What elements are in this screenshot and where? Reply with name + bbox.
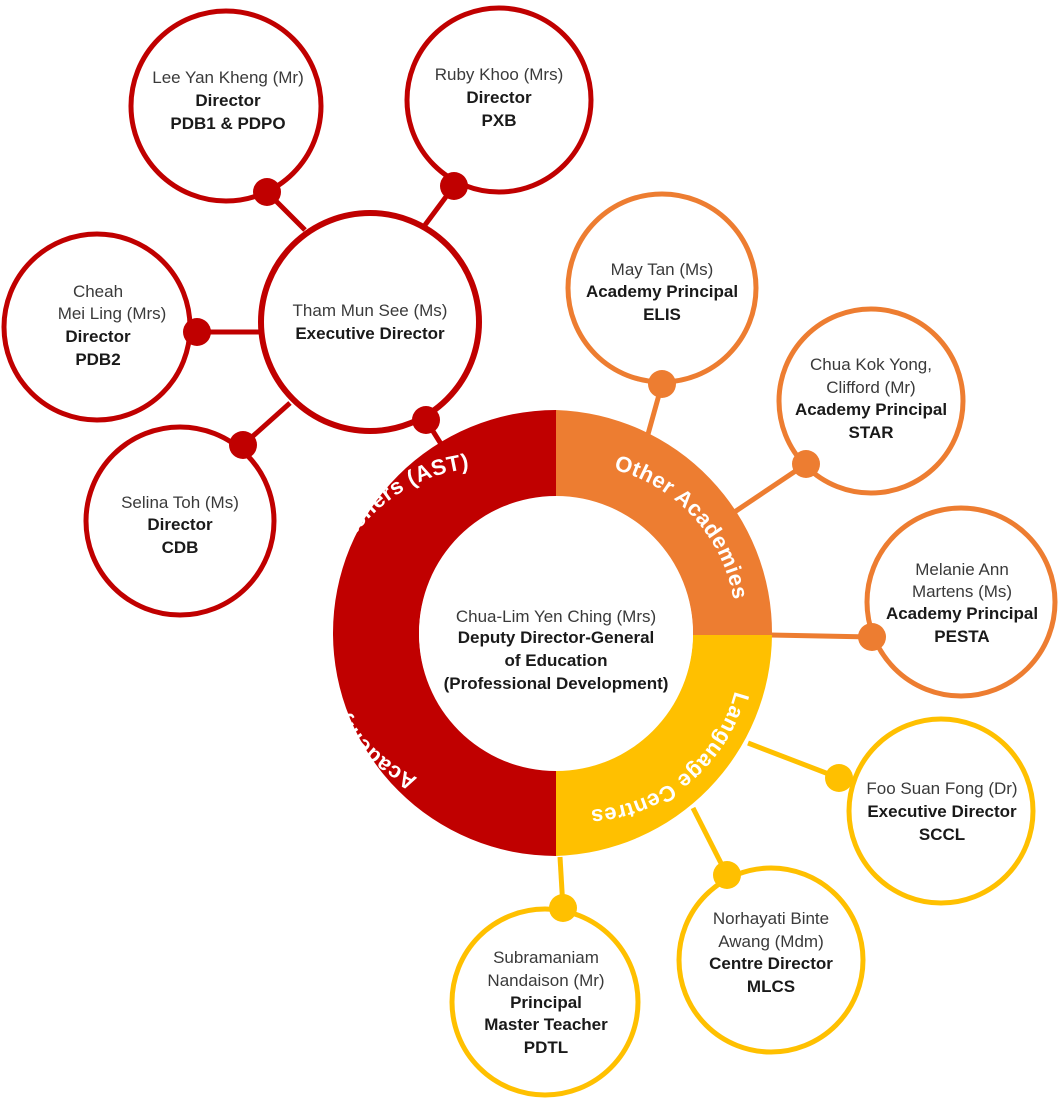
node-cheah: Cheah Mei Ling (Mrs) Director PDB2 (1, 231, 193, 423)
center-name: Chua-Lim Yen Ching (Mrs) (456, 607, 656, 626)
node-name-line2: Martens (Ms) (912, 582, 1012, 601)
dot-may (648, 370, 676, 398)
dot-norhayati (713, 861, 741, 889)
center-role-line1: Deputy Director-General (458, 628, 655, 647)
node-unit: PESTA (934, 627, 989, 646)
node-role-line2: Master Teacher (484, 1015, 608, 1034)
node-name: Norhayati Binte (713, 909, 829, 928)
node-name-line2: Mei Ling (Mrs) (58, 304, 167, 323)
center-role-line3: (Professional Development) (444, 674, 669, 693)
node-role: Academy Principal (586, 282, 738, 301)
node-unit: CDB (162, 538, 199, 557)
node-name-line2: Awang (Mdm) (718, 932, 824, 951)
node-name: Subramaniam (493, 948, 599, 967)
dot-chua (792, 450, 820, 478)
node-role: Centre Director (709, 954, 833, 973)
node-unit: ELIS (643, 305, 681, 324)
node-role: Director (195, 91, 261, 110)
node-melanie: Melanie Ann Martens (Ms) Academy Princip… (864, 505, 1058, 699)
node-role: Director (65, 327, 131, 346)
center-node: Chua-Lim Yen Ching (Mrs) Deputy Director… (444, 607, 669, 693)
dot-hub (412, 406, 440, 434)
ast-hub-role: Executive Director (295, 324, 445, 343)
node-unit: PDTL (524, 1038, 568, 1057)
node-role: Director (466, 88, 532, 107)
node-foo: Foo Suan Fong (Dr) Executive Director SC… (846, 716, 1036, 906)
node-name-line2: Clifford (Mr) (826, 378, 915, 397)
dot-foo (825, 764, 853, 792)
node-role: Executive Director (867, 802, 1017, 821)
connector-foo (747, 740, 840, 781)
node-name: May Tan (Ms) (611, 260, 714, 279)
dot-melanie (858, 623, 886, 651)
connector-chua (728, 461, 808, 518)
node-name: Foo Suan Fong (Dr) (866, 779, 1017, 798)
dot-lee (253, 178, 281, 206)
node-unit: PDB2 (75, 350, 120, 369)
ast-hub-name: Tham Mun See (Ms) (293, 301, 448, 320)
connector-melanie (769, 632, 873, 640)
node-unit: PXB (482, 111, 517, 130)
dot-subramaniam (549, 894, 577, 922)
node-chua: Chua Kok Yong, Clifford (Mr) Academy Pri… (776, 306, 966, 496)
node-name: Ruby Khoo (Mrs) (435, 65, 563, 84)
node-unit: STAR (848, 423, 893, 442)
dot-ruby (440, 172, 468, 200)
node-name: Selina Toh (Ms) (121, 493, 239, 512)
dot-cheah (183, 318, 211, 346)
node-norhayati: Norhayati Binte Awang (Mdm) Centre Direc… (676, 865, 866, 1055)
node-unit: SCCL (919, 825, 965, 844)
node-ruby: Ruby Khoo (Mrs) Director PXB (404, 5, 594, 195)
node-role: Academy Principal (795, 400, 947, 419)
node-name: Chua Kok Yong, (810, 355, 932, 374)
node-role: Principal (510, 993, 582, 1012)
node-selina: Selina Toh (Ms) Director CDB (83, 424, 277, 618)
node-role: Director (147, 515, 213, 534)
node-subramaniam: Subramaniam Nandaison (Mr) Principal Mas… (449, 906, 641, 1098)
ring-segment-language (556, 635, 772, 856)
node-role: Academy Principal (886, 604, 1038, 623)
connector-dots (183, 172, 886, 922)
ast-hub-node: Tham Mun See (Ms) Executive Director (258, 210, 482, 434)
node-name-line2: Nandaison (Mr) (487, 971, 604, 990)
dot-selina (229, 431, 257, 459)
node-unit: PDB1 & PDPO (170, 114, 285, 133)
node-unit: MLCS (747, 977, 795, 996)
node-name: Lee Yan Kheng (Mr) (152, 68, 304, 87)
central-ring: Academy of Singapore Teachers (AST) Othe… (304, 410, 773, 856)
node-lee: Lee Yan Kheng (Mr) Director PDB1 & PDPO (128, 8, 324, 204)
ring-segment-academies (556, 410, 773, 635)
node-may: May Tan (Ms) Academy Principal ELIS (565, 191, 759, 385)
node-name: Melanie Ann (915, 560, 1009, 579)
ring-segment-ast (333, 410, 556, 856)
center-role-line2: of Education (505, 651, 608, 670)
node-name: Cheah (73, 282, 123, 301)
